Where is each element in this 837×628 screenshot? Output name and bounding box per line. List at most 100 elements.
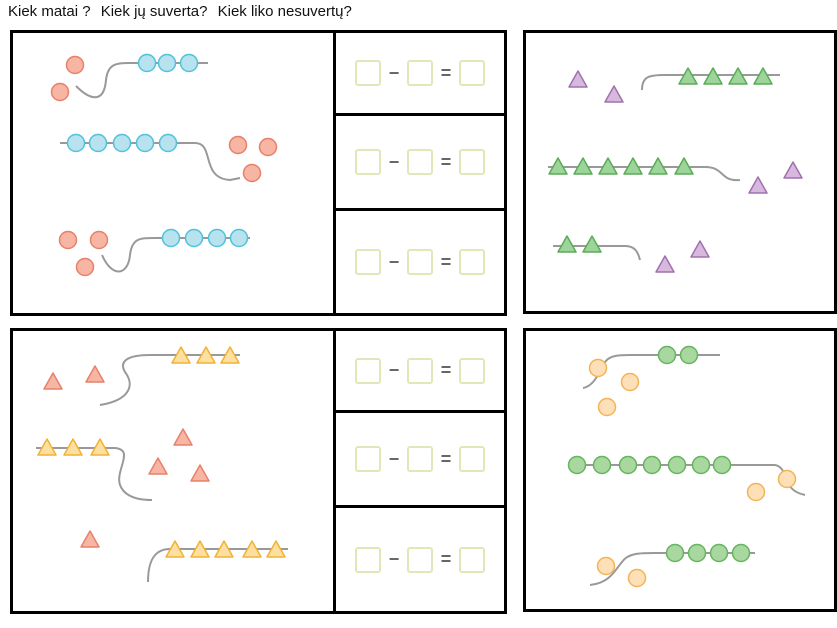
green-bead bbox=[709, 543, 729, 563]
blue-bead bbox=[158, 133, 178, 153]
answer-box-total[interactable] bbox=[355, 446, 381, 472]
purple-triangle bbox=[748, 176, 768, 194]
equals-sign: = bbox=[440, 251, 452, 272]
answer-box-total[interactable] bbox=[355, 357, 381, 384]
string bbox=[589, 552, 755, 586]
red-bead bbox=[65, 55, 85, 75]
equals-sign: = bbox=[440, 151, 452, 172]
orange-triangle bbox=[190, 540, 210, 558]
green-bead bbox=[592, 455, 612, 475]
string bbox=[101, 237, 250, 273]
orange-triangle bbox=[242, 540, 262, 558]
green-triangle bbox=[557, 235, 577, 253]
orange-triangle bbox=[196, 346, 216, 364]
answer-box-total[interactable] bbox=[355, 546, 381, 573]
answer-box-total[interactable] bbox=[355, 249, 381, 275]
orange-bead bbox=[777, 469, 797, 489]
blue-bead bbox=[161, 228, 181, 248]
red-bead bbox=[75, 257, 95, 277]
question-how-many-left: Kiek liko nesuvertų? bbox=[217, 3, 352, 20]
green-bead bbox=[712, 455, 732, 475]
orange-bead bbox=[627, 568, 647, 588]
blue-bead bbox=[207, 228, 227, 248]
string bbox=[641, 74, 780, 91]
answer-box-strung[interactable] bbox=[407, 357, 433, 384]
green-bead bbox=[679, 345, 699, 365]
purple-triangle bbox=[604, 85, 624, 103]
minus-sign: − bbox=[388, 251, 400, 272]
blue-bead bbox=[112, 133, 132, 153]
green-bead bbox=[731, 543, 751, 563]
orange-triangle bbox=[90, 438, 110, 456]
orange-bead bbox=[596, 556, 616, 576]
answer-box-left[interactable] bbox=[459, 249, 485, 275]
red-bead bbox=[258, 137, 278, 157]
minus-sign: − bbox=[388, 62, 400, 83]
string bbox=[553, 245, 641, 261]
equation-row: − = bbox=[333, 208, 507, 316]
blue-bead bbox=[88, 133, 108, 153]
answer-box-total[interactable] bbox=[355, 149, 381, 175]
red-triangle bbox=[85, 365, 105, 383]
string bbox=[75, 61, 208, 99]
answer-box-left[interactable] bbox=[459, 149, 485, 175]
green-bead bbox=[642, 455, 662, 475]
blue-bead bbox=[137, 53, 157, 73]
answer-box-left[interactable] bbox=[459, 357, 485, 384]
answer-box-strung[interactable] bbox=[407, 446, 433, 472]
orange-triangle bbox=[165, 540, 185, 558]
green-bead bbox=[667, 455, 687, 475]
red-triangle bbox=[43, 372, 63, 390]
orange-bead bbox=[597, 397, 617, 417]
panel-top-right-triangles bbox=[523, 30, 837, 314]
orange-triangle bbox=[63, 438, 83, 456]
blue-bead bbox=[135, 133, 155, 153]
purple-triangle bbox=[690, 240, 710, 258]
green-triangle bbox=[582, 235, 602, 253]
orange-triangle bbox=[37, 438, 57, 456]
green-triangle bbox=[674, 157, 694, 175]
string bbox=[36, 447, 153, 501]
green-triangle bbox=[573, 157, 593, 175]
red-bead bbox=[228, 135, 248, 155]
red-triangle bbox=[173, 428, 193, 446]
red-bead bbox=[89, 230, 109, 250]
green-bead bbox=[691, 455, 711, 475]
green-triangle bbox=[728, 67, 748, 85]
string bbox=[548, 166, 741, 182]
green-bead bbox=[567, 455, 587, 475]
green-bead bbox=[618, 455, 638, 475]
instructions: Kiek matai ? Kiek jų suverta? Kiek liko … bbox=[8, 3, 358, 20]
question-how-many-strung: Kiek jų suverta? bbox=[100, 3, 208, 20]
answer-box-strung[interactable] bbox=[407, 546, 433, 573]
question-how-many-see: Kiek matai ? bbox=[8, 3, 91, 20]
green-bead bbox=[687, 543, 707, 563]
green-triangle bbox=[678, 67, 698, 85]
orange-triangle bbox=[220, 346, 240, 364]
orange-bead bbox=[588, 358, 608, 378]
answer-box-left[interactable] bbox=[459, 446, 485, 472]
orange-triangle bbox=[214, 540, 234, 558]
answer-box-left[interactable] bbox=[459, 60, 485, 86]
string bbox=[99, 354, 240, 406]
answer-box-strung[interactable] bbox=[407, 249, 433, 275]
answer-box-strung[interactable] bbox=[407, 149, 433, 175]
blue-bead bbox=[184, 228, 204, 248]
minus-sign: − bbox=[388, 151, 400, 172]
answer-box-total[interactable] bbox=[355, 60, 381, 86]
green-triangle bbox=[753, 67, 773, 85]
green-triangle bbox=[598, 157, 618, 175]
orange-bead bbox=[746, 482, 766, 502]
equals-sign: = bbox=[440, 360, 452, 380]
purple-triangle bbox=[655, 255, 675, 273]
blue-bead bbox=[179, 53, 199, 73]
panel-bottom-right-beads bbox=[523, 328, 837, 612]
minus-sign: − bbox=[388, 448, 400, 469]
red-bead bbox=[242, 163, 262, 183]
answer-box-left[interactable] bbox=[459, 546, 485, 573]
string bbox=[60, 142, 241, 182]
red-bead bbox=[50, 82, 70, 102]
red-triangle bbox=[148, 457, 168, 475]
answer-box-strung[interactable] bbox=[407, 60, 433, 86]
